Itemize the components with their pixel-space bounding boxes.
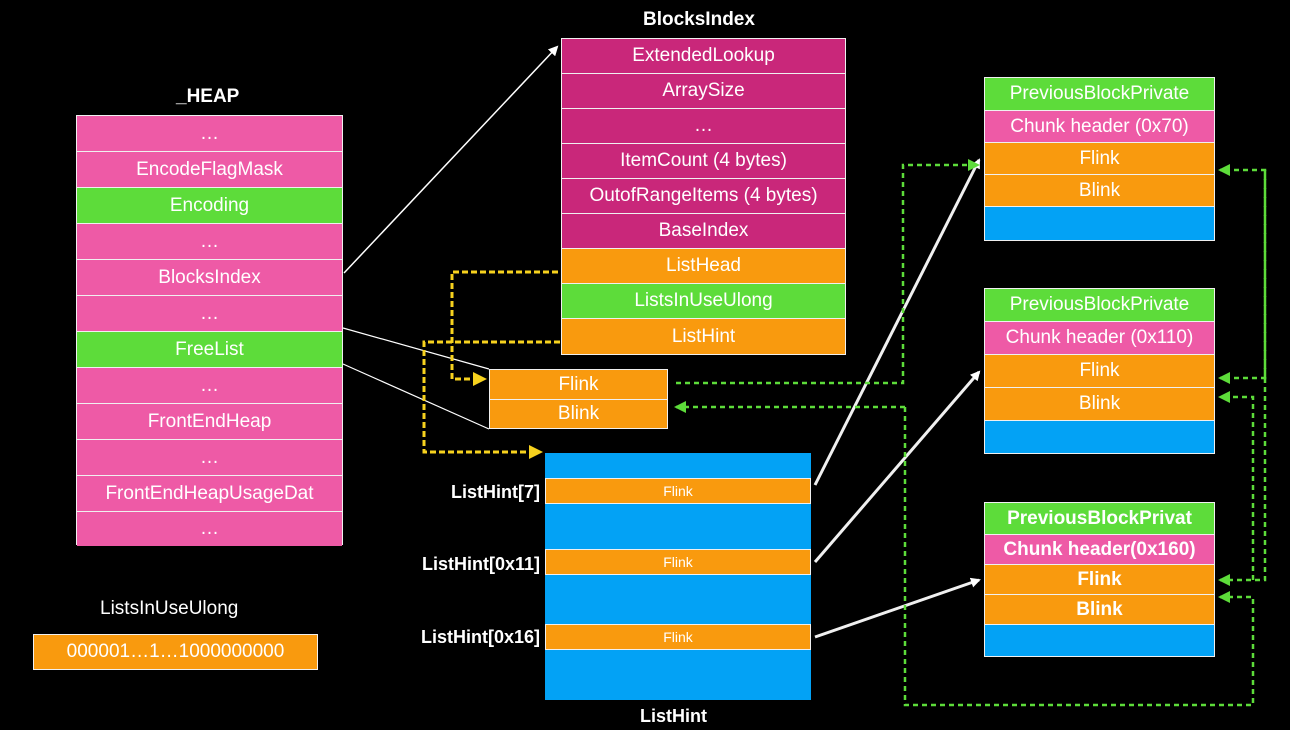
blocksindex-row-arraysize: ArraySize	[562, 74, 845, 109]
blocksindex-row-listhead: ListHead	[562, 249, 845, 284]
listhint-0x16-label: ListHint[0x16]	[420, 627, 540, 647]
blocksindex-row-baseindex: BaseIndex	[562, 214, 845, 249]
chunk-prevblockprivate: PreviousBlockPrivat	[985, 503, 1214, 535]
heap-row-encoding: Encoding	[77, 188, 342, 224]
listhint-7-flink: Flink	[545, 478, 811, 504]
blocksindex-row-listsinuseulong: ListsInUseUlong	[562, 284, 845, 319]
chunk-blink: Blink	[985, 175, 1214, 207]
chunk-data	[985, 421, 1214, 453]
blocksindex-row-extendedlookup: ExtendedLookup	[562, 39, 845, 74]
listhint-title: ListHint	[640, 706, 707, 726]
blocksindex-struct: ExtendedLookup ArraySize … ItemCount (4 …	[561, 38, 846, 355]
heap-struct: … EncodeFlagMask Encoding … BlocksIndex …	[76, 115, 343, 546]
chunk-flink: Flink	[985, 355, 1214, 388]
heap-row-freelist: FreeList	[77, 332, 342, 368]
heap-row-blocksindex: BlocksIndex	[77, 260, 342, 296]
lists-in-use-title: ListsInUseUlong	[100, 598, 239, 619]
chunk2-to-chunk3-flink	[1218, 378, 1267, 586]
listhint-0x11-arrow	[813, 370, 981, 563]
blocksindex-pointer-arrow	[343, 45, 559, 274]
chunk-header: Chunk header (0x110)	[985, 322, 1214, 355]
listhead-arrow	[450, 270, 558, 386]
heap-row-ellipsis: …	[77, 224, 342, 260]
chunk-blink: Blink	[985, 388, 1214, 421]
heap-row-frontendheapusagedat: FrontEndHeapUsageDat	[77, 476, 342, 512]
lists-in-use-value: 000001…1…1000000000	[33, 634, 318, 670]
blocksindex-row-outofrangeitems: OutofRangeItems (4 bytes)	[562, 179, 845, 214]
heap-row-ellipsis: …	[77, 368, 342, 404]
chunk-flink: Flink	[985, 143, 1214, 175]
blocksindex-row-itemcount: ItemCount (4 bytes)	[562, 144, 845, 179]
chunk1-to-chunk2-flink	[1218, 170, 1267, 384]
freelist-line-top	[342, 327, 490, 370]
heap-row-encodeflagmask: EncodeFlagMask	[77, 152, 342, 188]
blocksindex-title: BlocksIndex	[643, 9, 755, 30]
chunk-blink: Blink	[985, 595, 1214, 625]
listhint-0x11-flink: Flink	[545, 549, 811, 575]
freelist-head-blink: Blink	[490, 400, 667, 428]
chunk2-flink-to-chunk1-blink	[1218, 164, 1267, 378]
chunk-data	[985, 625, 1214, 656]
blocksindex-row-listhint: ListHint	[562, 319, 845, 354]
blocksindex-row-ellipsis: …	[562, 109, 845, 144]
freelist-line-bottom	[342, 363, 490, 430]
chunk-0x110: PreviousBlockPrivate Chunk header (0x110…	[984, 288, 1215, 454]
listhint-0x16-arrow	[814, 577, 981, 639]
chunk3-to-chunk2-blink	[1218, 391, 1255, 580]
chunk-prevblockprivate: PreviousBlockPrivate	[985, 78, 1214, 111]
heap-row-ellipsis: …	[77, 440, 342, 476]
heap-row-frontendheap: FrontEndHeap	[77, 404, 342, 440]
freelist-head-flink: Flink	[490, 370, 667, 400]
heap-row-ellipsis: …	[77, 296, 342, 332]
chunk-0x160: PreviousBlockPrivat Chunk header(0x160) …	[984, 502, 1215, 657]
heap-title: _HEAP	[176, 86, 240, 107]
chunk-header: Chunk header (0x70)	[985, 111, 1214, 143]
heap-row-ellipsis: …	[77, 116, 342, 152]
chunk-flink: Flink	[985, 565, 1214, 595]
chunk-prevblockprivate: PreviousBlockPrivate	[985, 289, 1214, 322]
chunk-header: Chunk header(0x160)	[985, 535, 1214, 565]
chunk-data	[985, 207, 1214, 240]
chunk-0x70: PreviousBlockPrivate Chunk header (0x70)…	[984, 77, 1215, 241]
heap-row-ellipsis: …	[77, 512, 342, 546]
listhint-0x11-label: ListHint[0x11]	[421, 554, 540, 574]
freelist-head: Flink Blink	[489, 369, 668, 429]
listhint-0x16-flink: Flink	[545, 624, 811, 650]
listhint-7-label: ListHint[7]	[451, 482, 540, 502]
